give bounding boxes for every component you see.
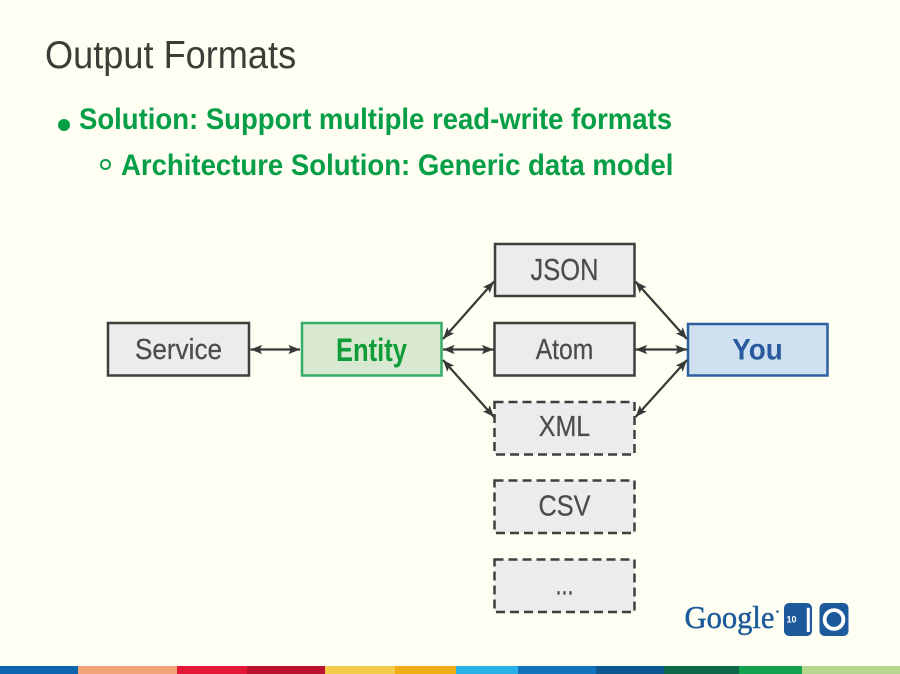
svg-text:Google: Google — [685, 599, 775, 635]
svg-text:Entity: Entity — [336, 332, 407, 368]
svg-text:Service: Service — [135, 334, 222, 366]
svg-text:XML: XML — [539, 411, 591, 443]
svg-text:...: ... — [556, 570, 574, 602]
svg-text:You: You — [732, 333, 783, 366]
svg-text:CSV: CSV — [539, 491, 592, 523]
svg-text:10: 10 — [787, 615, 797, 625]
svg-text:Atom: Atom — [536, 334, 594, 366]
svg-text:JSON: JSON — [531, 252, 599, 287]
